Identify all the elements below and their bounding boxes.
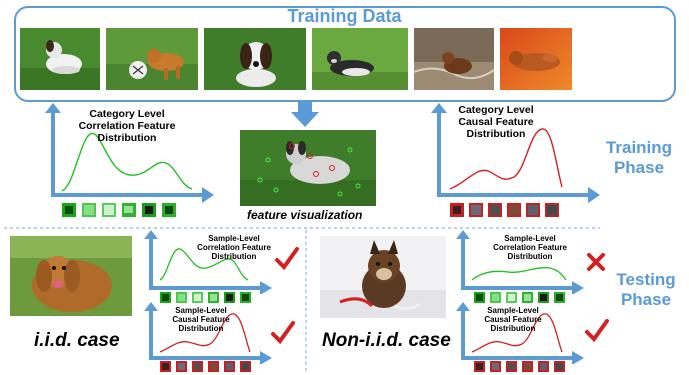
iid-causal-label: Sample-Level Causal Feature Distribution [172,306,230,334]
iid-correlation-patches [160,291,270,309]
training-image-3 [204,28,306,90]
non-iid-correlation-patches [474,291,584,309]
non-iid-case-label: Non-i.i.d. case [322,330,451,351]
iid-causal-axes [144,302,272,364]
down-arrow-icon [291,100,319,127]
non-iid-causal-label: Sample-Level Causal Feature Distribution [484,306,542,334]
non-iid-correlation-axes [456,230,584,294]
category-correlation-patches [62,202,192,223]
iid-correlation-checkmark-icon [275,247,299,271]
category-correlation-axes [45,103,214,203]
category-causal-label: Category Level Causal Feature Distributi… [458,104,534,141]
training-image-4 [312,28,408,90]
category-causal-patches [450,202,570,223]
case-separator [305,230,307,374]
training-image-6 [500,28,572,90]
non-iid-causal-checkmark-icon [585,319,609,343]
non-iid-causal-patches [474,360,584,375]
non-iid-test-image [320,236,446,318]
iid-correlation-label: Sample-Level Correlation Feature Distrib… [197,234,271,262]
training-image-2 [106,28,198,90]
category-correlation-label: Category Level Correlation Feature Distr… [78,108,176,145]
training-data-title: Training Data [287,6,402,26]
testing-phase-label: Testing Phase [616,270,676,310]
iid-case-label: i.i.d. case [34,330,120,351]
iid-correlation-axes [144,230,272,294]
training-data-frame [14,6,676,102]
training-image-1 [20,28,100,90]
non-iid-correlation-cross-icon [587,253,605,271]
iid-causal-checkmark-icon [271,321,295,345]
iid-test-image [10,236,132,316]
iid-causal-patches [160,360,270,375]
training-phase-label: Training Phase [605,138,673,178]
non-iid-causal-axes [456,302,584,364]
feature-visualization-image [240,130,376,206]
non-iid-correlation-label: Sample-Level Correlation Feature Distrib… [493,234,567,262]
feature-visualization-label: feature visualization [247,208,363,222]
training-image-5 [414,28,494,90]
category-causal-axes [431,103,600,203]
